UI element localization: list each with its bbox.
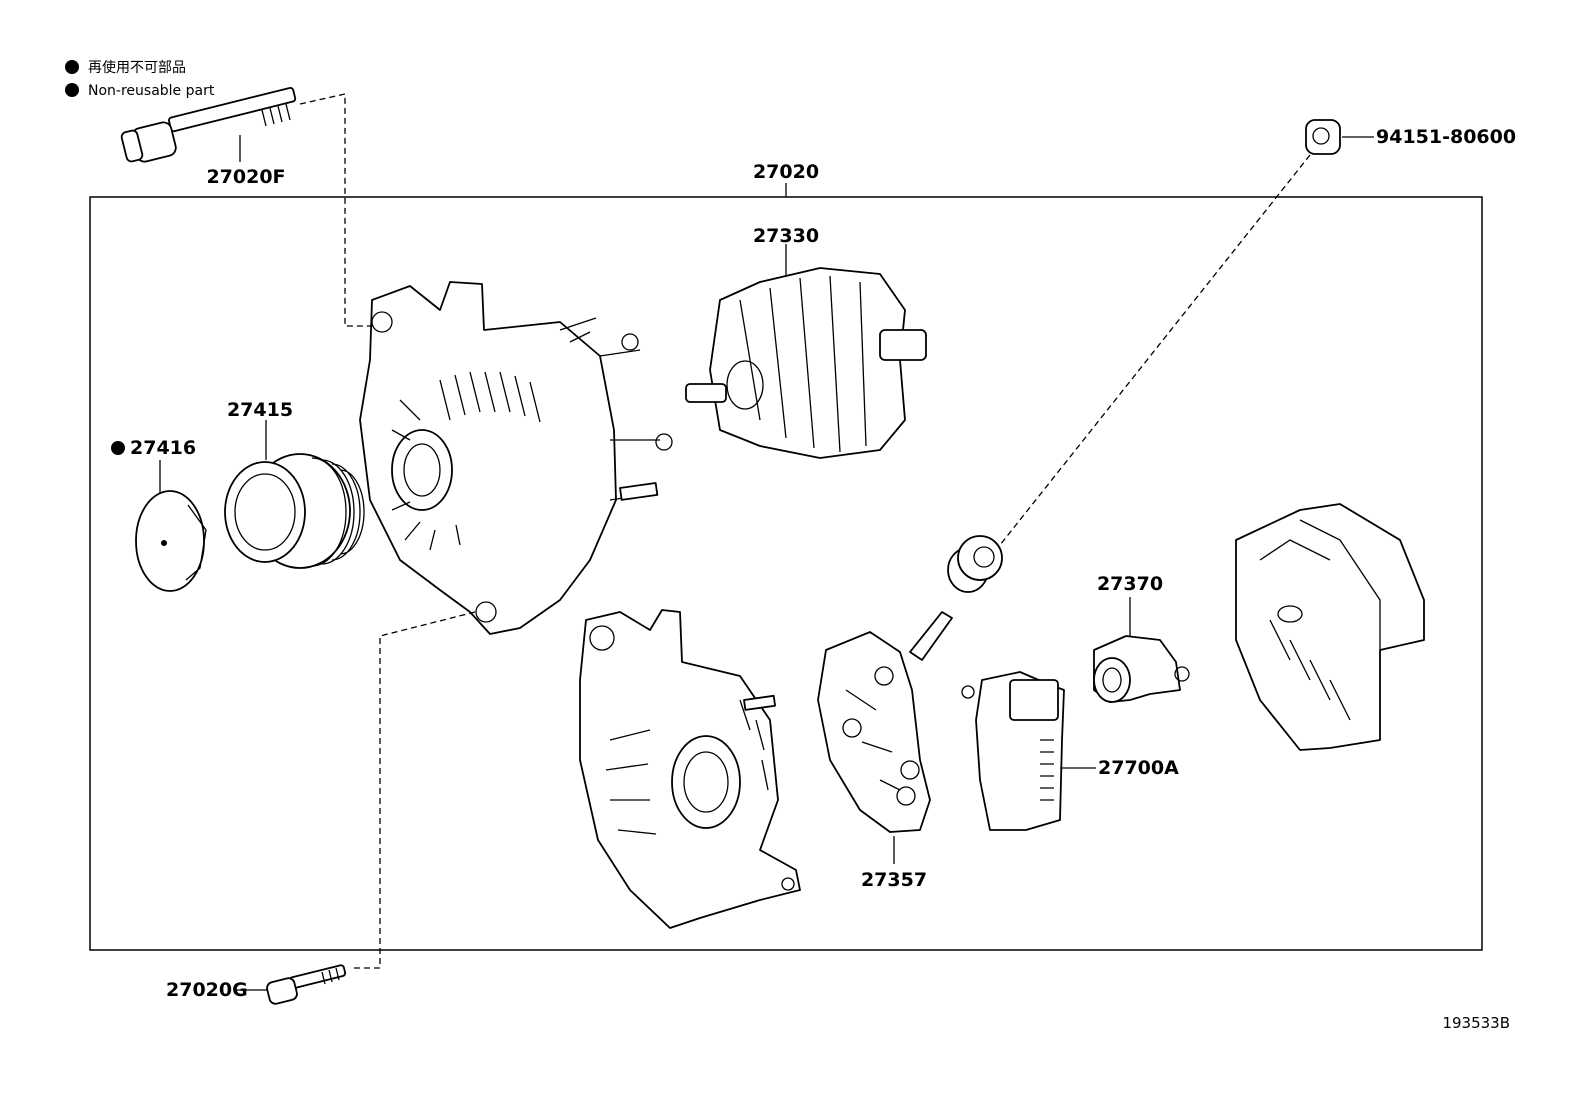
rear-cover-drawing [1235, 503, 1425, 751]
label-pulley[interactable]: 27415 [227, 399, 293, 421]
rectifier-drawing [817, 611, 953, 833]
legend-japanese: 再使用不可部品 [88, 59, 186, 76]
drive-end-frame-drawing [579, 609, 801, 929]
label-bolt-bottom[interactable]: 27020G [166, 979, 248, 1001]
label-rotor[interactable]: 27330 [753, 225, 819, 247]
non-reusable-marker-icon [65, 83, 79, 97]
non-reusable-marker-icon [111, 441, 125, 455]
front-housing-drawing [359, 281, 673, 635]
label-assembly[interactable]: 27020 [753, 161, 819, 183]
bearing-drawing [947, 535, 1003, 593]
label-rectifier[interactable]: 27357 [861, 869, 927, 891]
rotor-drawing [685, 267, 927, 459]
label-regulator[interactable]: 27700A [1098, 757, 1179, 779]
bolt-top-drawing [120, 86, 297, 163]
label-brush-holder[interactable]: 27370 [1097, 573, 1163, 595]
label-nut[interactable]: 94151-80600 [1376, 126, 1516, 148]
label-cap[interactable]: 27416 [130, 437, 196, 459]
legend-english: Non-reusable part [88, 83, 215, 99]
brush-holder-drawing [1093, 635, 1190, 703]
figure-number: 193533B [1442, 1014, 1510, 1032]
legend: 再使用不可部品 Non-reusable part [65, 59, 215, 99]
regulator-drawing [961, 671, 1065, 831]
nut-drawing [1305, 119, 1341, 155]
label-bolt-top[interactable]: 27020F [206, 166, 285, 188]
pulley-drawing [224, 453, 365, 569]
cap-drawing [135, 490, 207, 592]
non-reusable-marker-icon [65, 60, 79, 74]
bolt-bottom-drawing [266, 964, 347, 1005]
